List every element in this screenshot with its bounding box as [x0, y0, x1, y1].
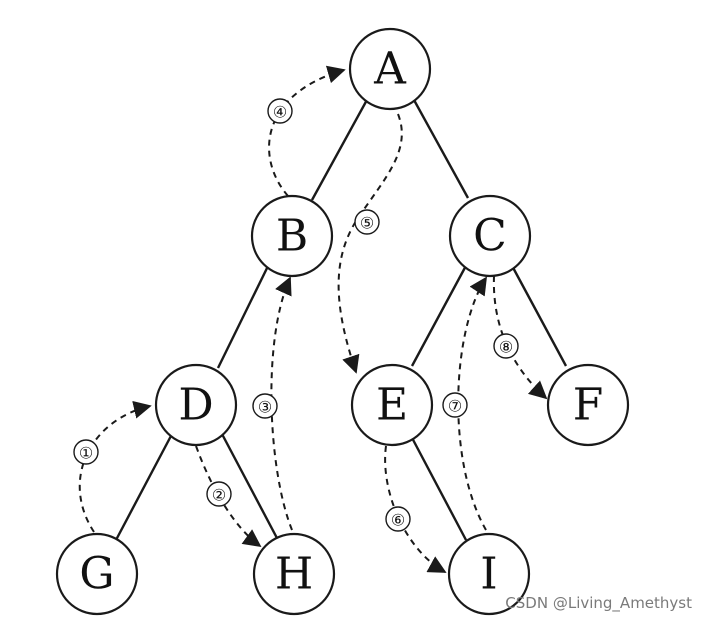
- step-badge-3: ③: [252, 393, 278, 419]
- thread-arrow-6: [384, 445, 447, 573]
- node-d: D: [154, 363, 238, 447]
- node-i-label: I: [480, 549, 497, 600]
- thread-arrow-2: [195, 445, 262, 548]
- step-badge-2: ②: [206, 481, 232, 507]
- watermark-text: CSDN @Living_Amethyst: [505, 594, 692, 613]
- node-a-label: A: [373, 44, 407, 95]
- node-e-label: E: [376, 380, 408, 431]
- node-i: I: [447, 532, 531, 616]
- thread-arrow-8: [492, 275, 548, 400]
- node-b: B: [250, 194, 334, 278]
- edge-a-c: [412, 99, 470, 199]
- step-label-1: ①: [79, 444, 93, 463]
- step-badge-5: ⑤: [354, 209, 380, 235]
- step-badge-6: ⑥: [385, 506, 411, 532]
- thread-arrow-5: [337, 113, 403, 374]
- node-d-label: D: [178, 380, 213, 431]
- edge-c-f: [508, 261, 568, 367]
- node-b-label: B: [276, 211, 308, 262]
- node-g-label: G: [79, 549, 114, 600]
- node-f: F: [546, 363, 630, 447]
- node-h: H: [252, 532, 336, 616]
- edge-e-i: [408, 433, 468, 541]
- step-badge-1: ①: [73, 439, 99, 465]
- step-label-2: ②: [212, 486, 226, 505]
- edge-a-b: [310, 97, 370, 201]
- step-label-4: ④: [273, 103, 287, 122]
- thread-arrow-1: [78, 400, 152, 533]
- node-c: C: [448, 194, 532, 278]
- thread-arrow-4: [268, 65, 346, 197]
- edge-b-d: [216, 261, 272, 369]
- node-e: E: [350, 363, 434, 447]
- node-f-label: F: [573, 380, 604, 431]
- step-badge-4: ④: [267, 98, 293, 124]
- step-label-5: ⑤: [360, 214, 374, 233]
- node-a: A: [348, 27, 432, 111]
- edge-c-e: [410, 261, 470, 367]
- node-g: G: [55, 532, 139, 616]
- node-c-label: C: [473, 211, 507, 262]
- thread-arrow-3: [270, 276, 293, 531]
- node-h-label: H: [275, 549, 313, 600]
- edge-d-g: [114, 433, 174, 541]
- step-label-6: ⑥: [391, 511, 405, 530]
- step-badge-7: ⑦: [442, 392, 468, 418]
- step-badge-8: ⑧: [493, 333, 519, 359]
- step-label-8: ⑧: [499, 338, 513, 357]
- step-label-7: ⑦: [448, 397, 462, 416]
- step-label-3: ③: [258, 398, 272, 417]
- edge-d-h: [220, 433, 280, 541]
